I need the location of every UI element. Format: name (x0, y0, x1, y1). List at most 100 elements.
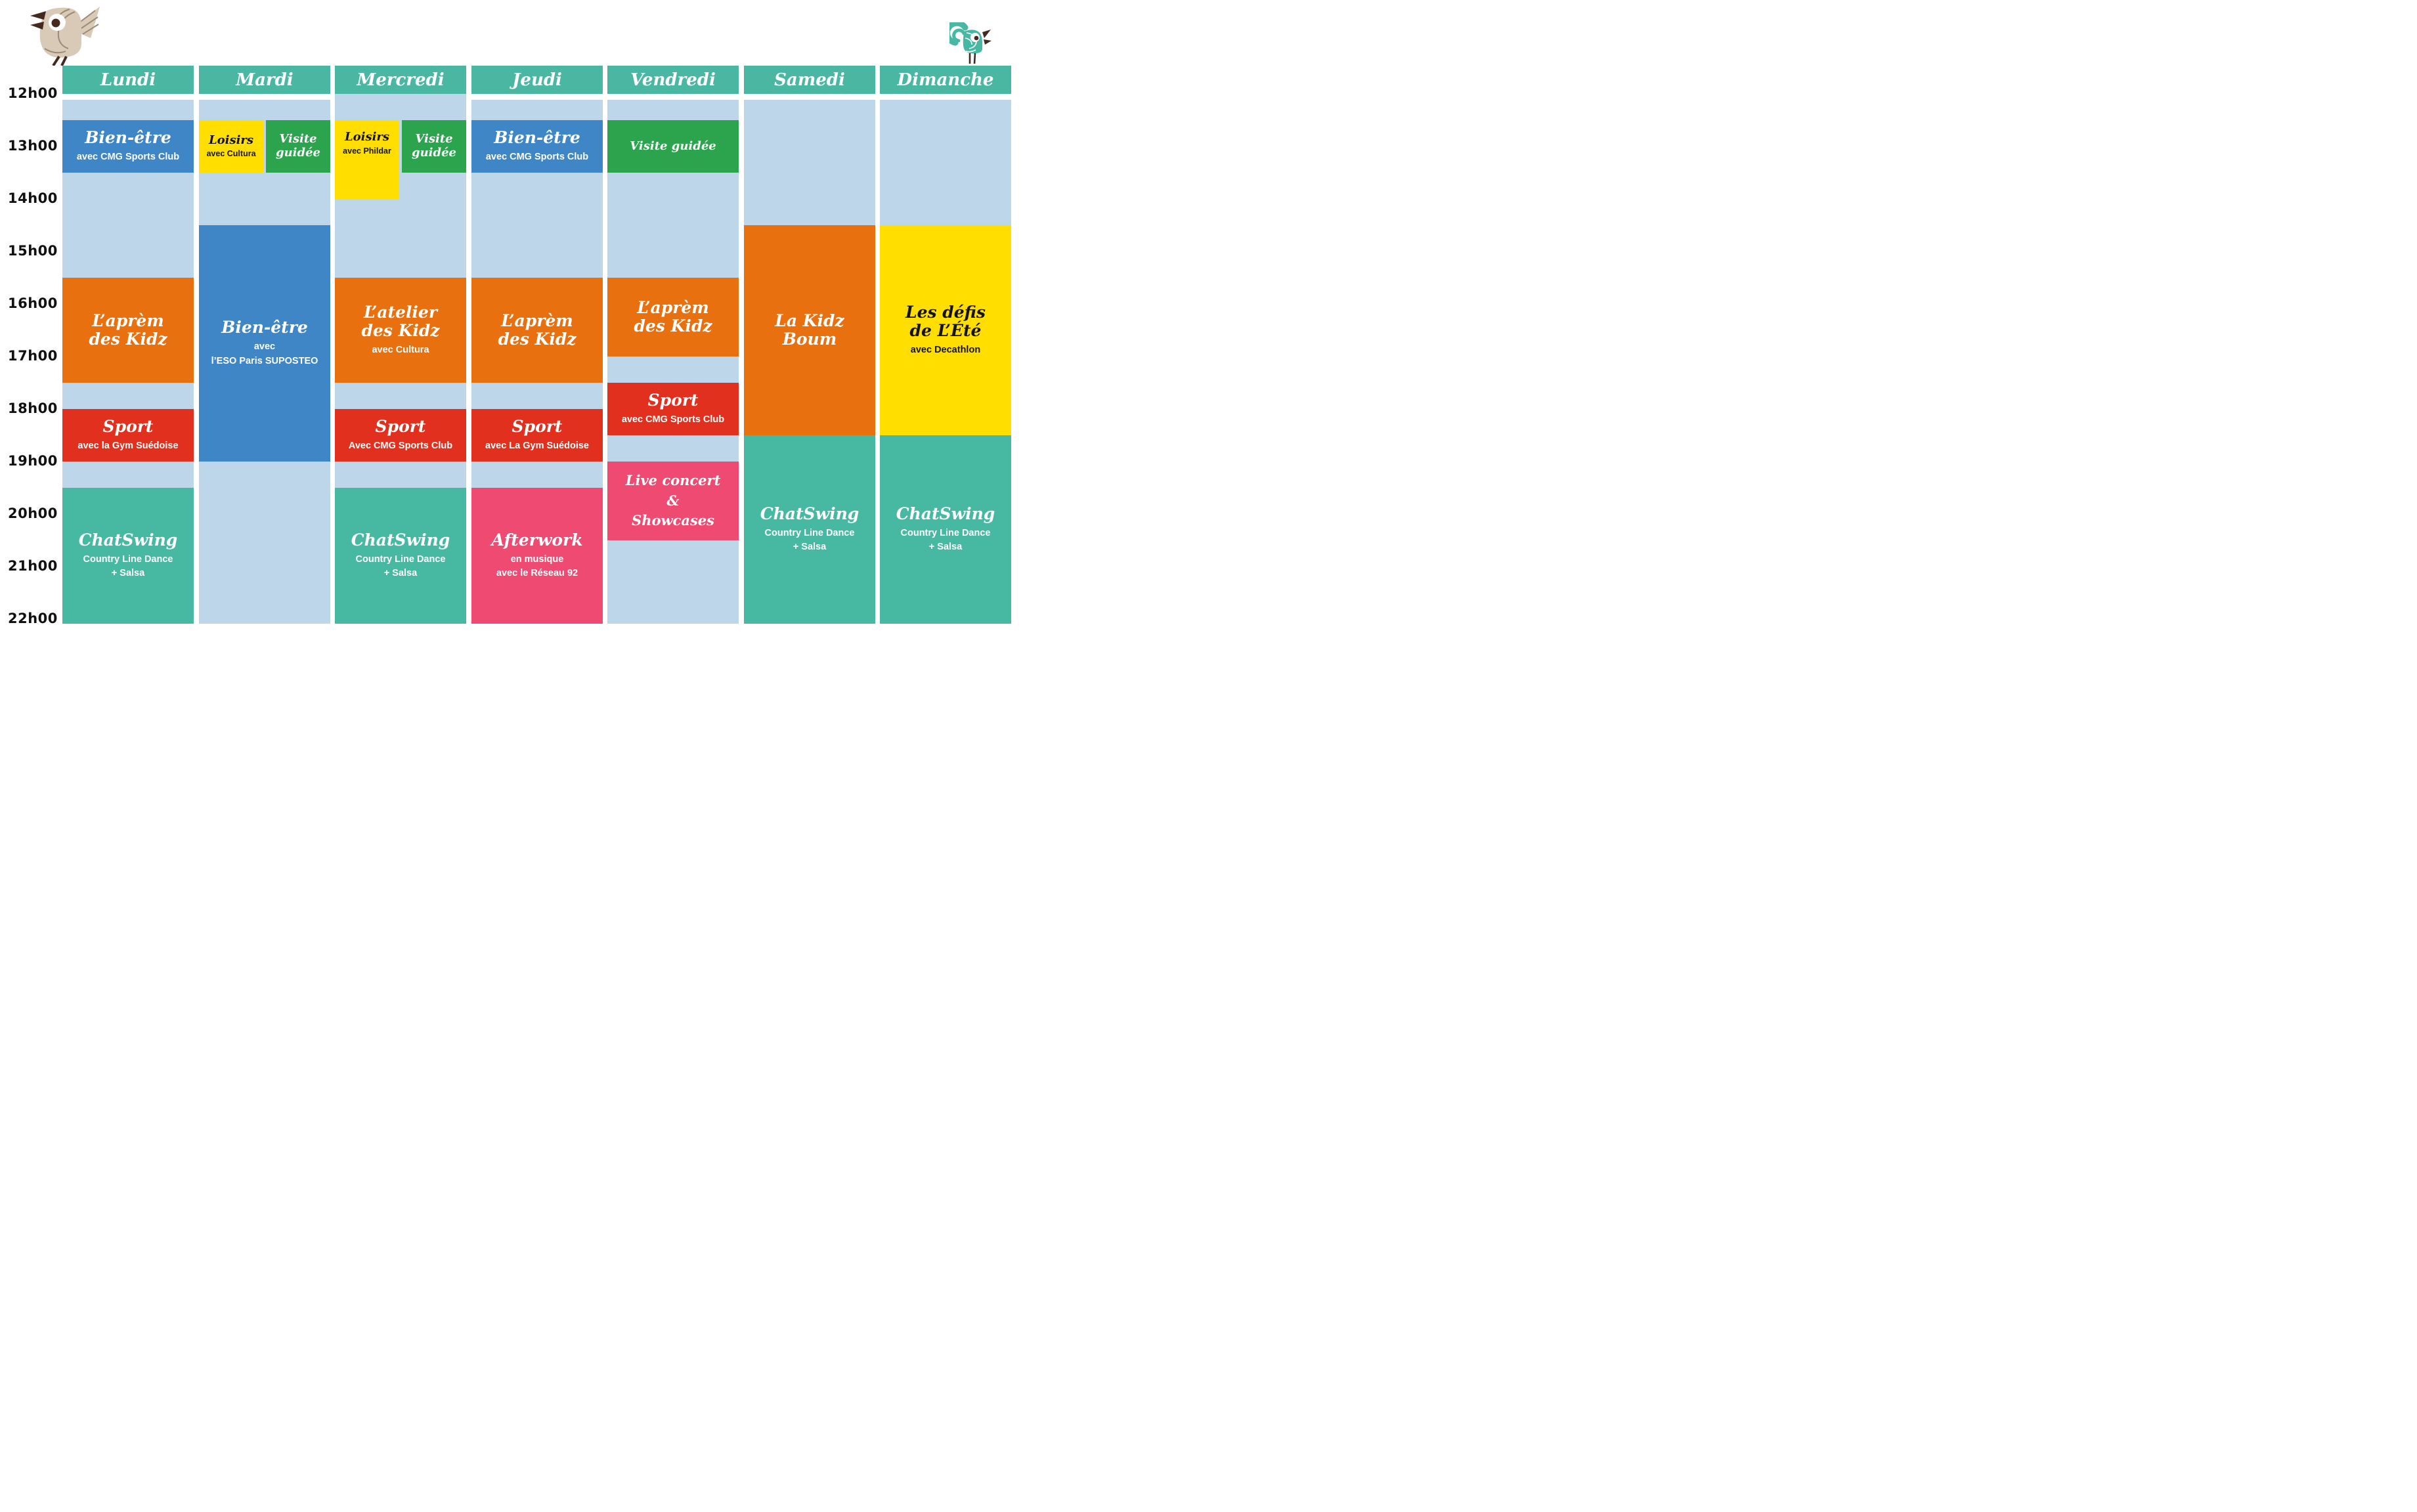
event-title-line: Visite (415, 132, 453, 146)
day-header-mardi: Mardi (199, 66, 330, 94)
event-subtitle: avec CMG Sports Club (622, 413, 724, 427)
event-title-line: Loisirs (208, 133, 254, 147)
event-subtitle: avec l’ESO Paris SUPOSTEO (211, 340, 318, 368)
event-title: ChatSwing (760, 504, 860, 523)
event-subtitle: avec CMG Sports Club (77, 150, 179, 164)
day-header-label: Mardi (236, 70, 294, 90)
time-label: 19h00 (8, 453, 58, 469)
day-header-vendredi: Vendredi (607, 66, 739, 94)
event-title: ChatSwing (79, 530, 178, 550)
event-subtitle-line: en musique (510, 553, 564, 565)
event-subtitle: avec La Gym Suédoise (485, 439, 589, 453)
event-subtitle-line: avec la Gym Suédoise (77, 440, 179, 451)
event-title: Sport (512, 417, 563, 436)
event-title-line: Bien-être (494, 127, 580, 147)
event-subtitle-line: avec CMG Sports Club (76, 151, 180, 162)
event-subtitle-line: avec CMG Sports Club (621, 414, 725, 425)
event-subtitle: avec CMG Sports Club (486, 150, 588, 164)
time-label: 16h00 (8, 295, 58, 311)
event-live-concert-vendredi: Live concert&Showcases (607, 462, 739, 540)
event-subtitle-line: l’ESO Paris SUPOSTEO (211, 355, 318, 366)
event-title: La Kidz Boum (747, 312, 873, 349)
event-title-line: Bien-être (85, 127, 171, 147)
event-title-line: L’atelier (363, 302, 437, 322)
event-subtitle-line: avec Cultura (372, 344, 429, 355)
time-label: 17h00 (8, 348, 58, 364)
event-subtitle-line: Country Line Dance (900, 527, 991, 538)
bird-illustration-left (30, 7, 100, 66)
day-header-mercredi: Mercredi (335, 66, 466, 94)
time-label: 20h00 (8, 506, 58, 521)
event-subtitle-line: avec La Gym Suédoise (485, 440, 589, 451)
event-subtitle: avec Cultura (206, 148, 255, 159)
event-subtitle: Country Line Dance+ Salsa (765, 527, 855, 554)
event-subtitle-line: Avec CMG Sports Club (348, 440, 453, 451)
event-title: Afterwork (491, 530, 583, 550)
event-la-kidz-boum-samedi: La Kidz Boum (744, 225, 875, 435)
event-title-line: Showcases (632, 512, 714, 529)
event-subtitle-line: avec Cultura (206, 149, 256, 159)
event-subtitle-line: avec (253, 341, 276, 353)
event-title-line: des Kidz (361, 320, 440, 340)
event-loisirs-mercredi: Loisirs avec Phildar (335, 120, 399, 199)
day-header-label: Mercredi (357, 70, 445, 90)
event-subtitle-line: avec Phildar (343, 146, 391, 156)
event-subtitle-line: + Salsa (928, 542, 963, 552)
day-header-label: Vendredi (630, 70, 716, 90)
event-title-line: guidée (411, 146, 456, 160)
event-title-line: Visite (279, 132, 317, 146)
day-header-jeudi: Jeudi (471, 66, 603, 94)
time-label: 22h00 (8, 611, 58, 626)
event-subtitle: avec Phildar (343, 146, 391, 156)
event-title-line: ChatSwing (351, 530, 450, 550)
event-title-line: L’aprèm (92, 311, 164, 330)
time-label: 15h00 (8, 243, 58, 259)
event-subtitle: Country Line Dance + Salsa (901, 527, 991, 554)
event-subtitle: Country Line Dance+ Salsa (83, 553, 173, 580)
event-title: Visite guidée (630, 139, 716, 154)
day-header-label: Samedi (774, 70, 845, 90)
event-subtitle-line: avec CMG Sports Club (485, 151, 589, 162)
day-header-label: Dimanche (897, 70, 994, 90)
event-title-line: Sport (375, 416, 426, 436)
time-label: 14h00 (8, 190, 58, 206)
day-header-dimanche: Dimanche (880, 66, 1011, 94)
event-title: Loisirs (208, 133, 254, 148)
event-title: Sport (375, 416, 426, 436)
day-header-lundi: Lundi (62, 66, 194, 94)
time-label: 21h00 (8, 558, 58, 574)
event-title-line: des Kidz (498, 330, 577, 349)
time-label: 18h00 (8, 400, 58, 416)
event-subtitle-line: + Salsa (111, 568, 145, 578)
event-title: Bien-être (494, 127, 580, 147)
event-title-line: L’aprèm (637, 298, 709, 317)
event-subtitle-line: + Salsa (383, 568, 418, 578)
event-title-line: des Kidz (634, 316, 712, 335)
event-title-line: Loisirs (344, 130, 390, 144)
event-subtitle-line: + Salsa (793, 542, 827, 552)
event-title-line: ChatSwing (760, 504, 860, 523)
event-title-line: guidée (275, 146, 320, 160)
day-header-label: Jeudi (512, 70, 562, 90)
event-title-line: Afterwork (491, 530, 583, 550)
event-subtitle: avec Cultura (372, 343, 429, 357)
event-subtitle: Avec CMG Sports Club (349, 439, 452, 453)
